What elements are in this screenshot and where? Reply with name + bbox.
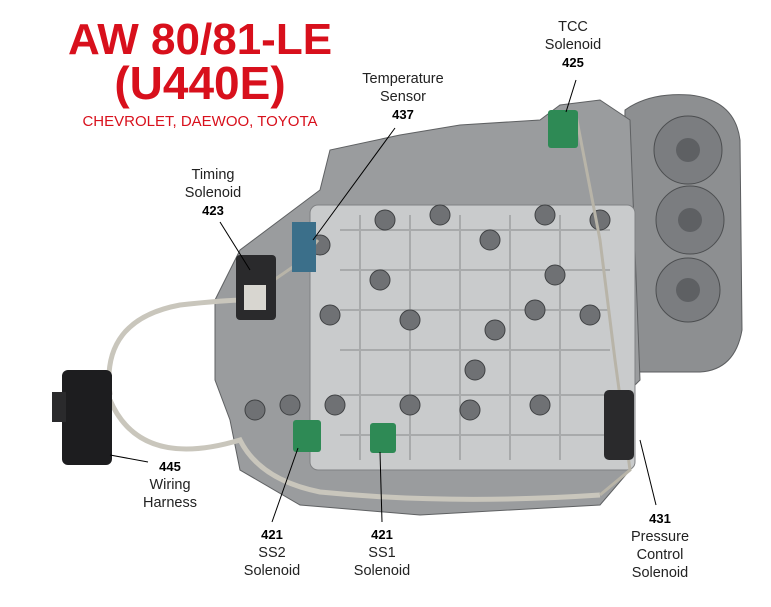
- pressure-control-solenoid: [604, 390, 634, 460]
- bolt: [399, 394, 421, 416]
- bolt: [399, 309, 421, 331]
- bolt: [464, 359, 486, 381]
- part-number: 445: [159, 459, 181, 474]
- tcc-solenoid: [548, 110, 578, 148]
- bolt: [369, 269, 391, 291]
- harness-connector: [62, 370, 112, 465]
- label-pressure-control-solenoid: 431 Pressure Control Solenoid: [590, 510, 730, 582]
- bolt: [524, 299, 546, 321]
- bolts: [244, 204, 611, 421]
- part-number: 421: [261, 527, 283, 542]
- bolt: [534, 204, 556, 226]
- label-tcc-solenoid: TCC Solenoid 425: [503, 18, 643, 72]
- label-timing-solenoid: Timing Solenoid 423: [143, 166, 283, 220]
- bolt: [529, 394, 551, 416]
- bolt: [479, 229, 501, 251]
- bolt: [244, 399, 266, 421]
- bolt: [579, 304, 601, 326]
- valve-body-casting: [214, 99, 641, 516]
- bolt: [544, 264, 566, 286]
- part-number: 431: [649, 511, 671, 526]
- bolt: [324, 394, 346, 416]
- bolt: [589, 209, 611, 231]
- makes-subtitle: CHEVROLET, DAEWOO, TOYOTA: [82, 113, 318, 130]
- part-number: 437: [392, 107, 414, 122]
- title-line1: AW 80/81-LE: [67, 15, 333, 64]
- temperature-sensor: [292, 222, 316, 272]
- bolt: [484, 319, 506, 341]
- leader-lines: [109, 79, 657, 523]
- ss2-solenoid: [293, 420, 321, 452]
- part-number: 423: [202, 203, 224, 218]
- label-wiring-harness: 445 Wiring Harness: [100, 458, 240, 512]
- bolt: [279, 394, 301, 416]
- label-ss1-solenoid: 421 SS1 Solenoid: [312, 526, 452, 580]
- bolt: [459, 399, 481, 421]
- bolt: [374, 209, 396, 231]
- accumulator-cover: [621, 94, 743, 373]
- part-number: 425: [562, 55, 584, 70]
- bolt: [429, 204, 451, 226]
- ss1-solenoid: [370, 423, 396, 453]
- title-line2: (U440E): [114, 57, 286, 109]
- label-ss2-solenoid: 421 SS2 Solenoid: [202, 526, 342, 580]
- label-temperature-sensor: Temperature Sensor 437: [333, 70, 473, 124]
- bolt: [319, 304, 341, 326]
- part-number: 421: [371, 527, 393, 542]
